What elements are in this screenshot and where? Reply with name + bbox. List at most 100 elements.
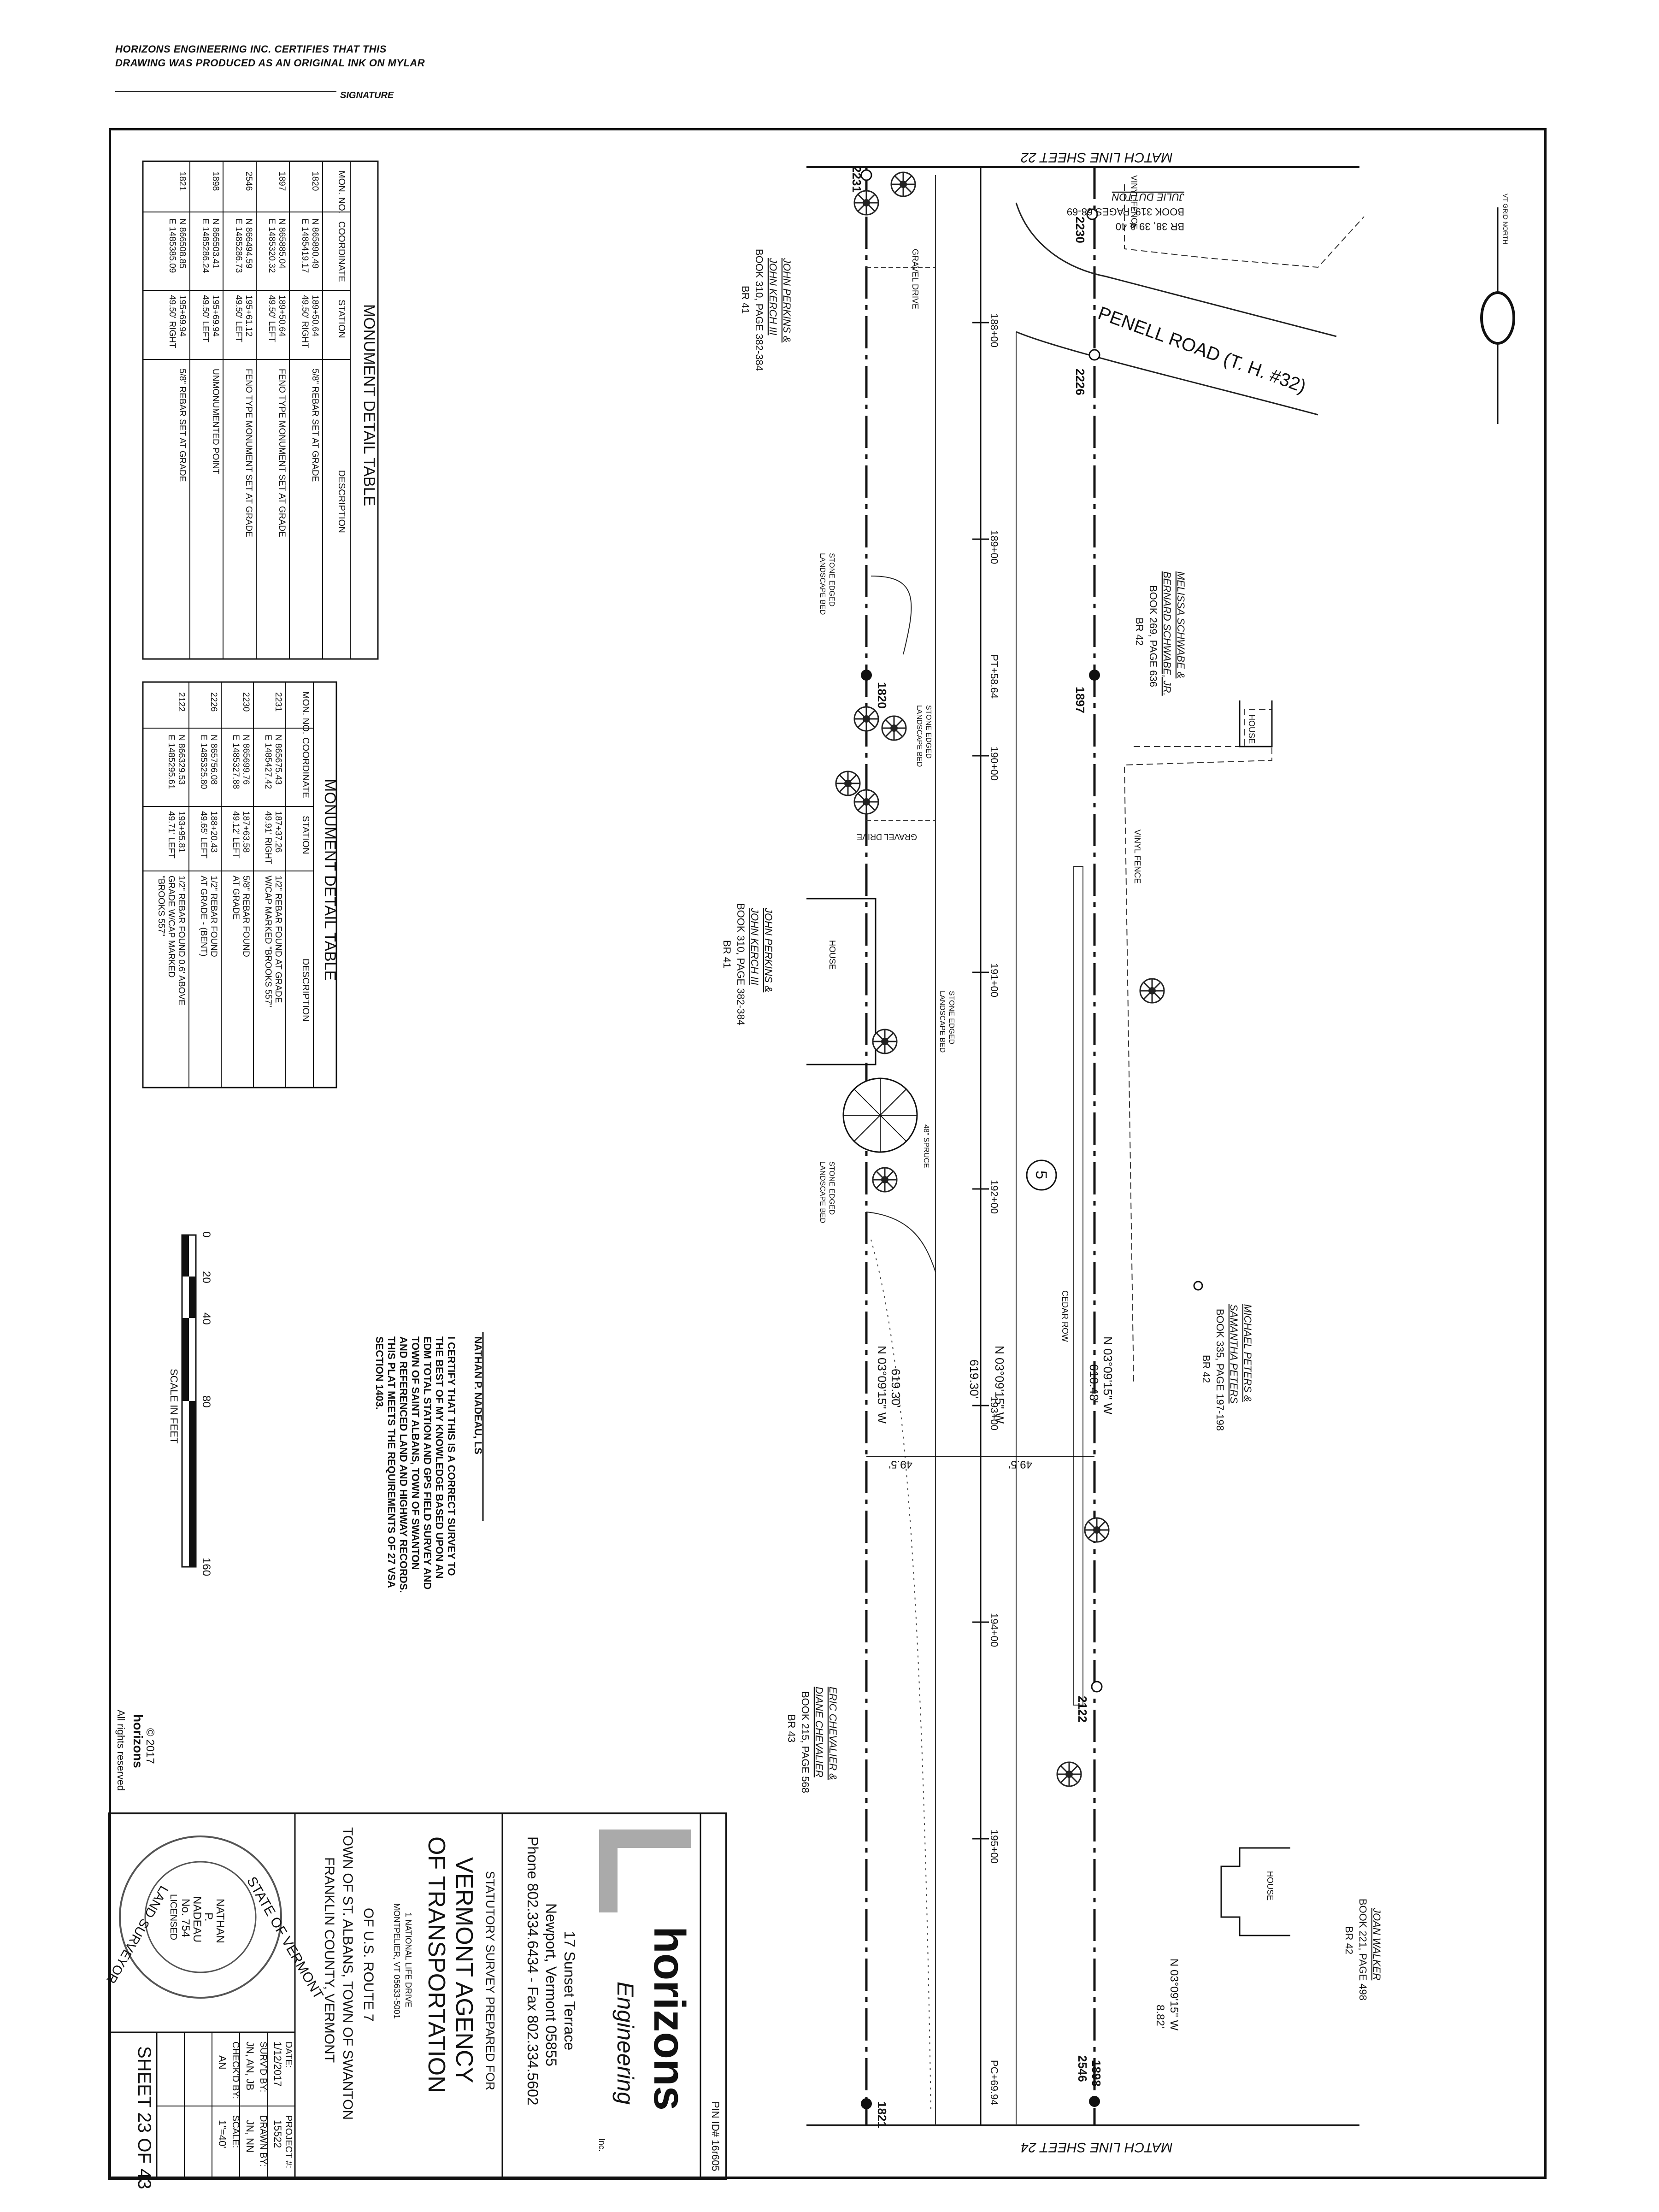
table-header-station: STATION <box>336 300 347 338</box>
agency-line-2: OF TRANSPORTATION <box>423 1836 450 2093</box>
table-cell: W/CAP MARKED "BROOKS 557" <box>263 876 273 1007</box>
stone-edged-label: STONE EDGED <box>947 991 955 1044</box>
project-number-value: 15522 <box>272 2120 283 2148</box>
table-cell: N 865756.08 <box>209 735 218 785</box>
gravel-drive-label: GRAVEL DRIVE <box>857 832 917 841</box>
house-walker <box>1220 1847 1290 1936</box>
table-cell: E 1485327.88 <box>231 735 241 789</box>
monument-label: 2546 <box>1076 2055 1089 2082</box>
table-header-mon-no: MON. NO. <box>300 691 311 734</box>
owner-book: BOOK 335, PAGE 197-198 <box>1214 1309 1226 1431</box>
cedar-row <box>1073 866 1083 1706</box>
agency-address-2: MONTPELIER, VT 05633-5001 <box>392 1903 401 2019</box>
monument-label: 2122 <box>1076 1696 1089 1723</box>
signature-line <box>115 91 336 92</box>
width-dimension-label: 49.5' <box>1009 1458 1032 1471</box>
table-cell: 2122 <box>176 692 186 712</box>
house-label: HOUSE <box>1247 714 1256 744</box>
tree <box>853 789 879 815</box>
table-cell: "BROOKS 557" <box>156 876 166 936</box>
landscape-bed-label: LANDSCAPE BED <box>938 991 946 1053</box>
table-header-description: DESCRIPTION <box>336 470 347 533</box>
width-dimension-label: 49.5' <box>889 1458 912 1471</box>
scale-tick: 160 <box>200 1558 212 1576</box>
station-label: 191+00 <box>988 963 1000 997</box>
table-cell: 49.50' LEFT <box>267 295 276 342</box>
penell-road-edge-south <box>1016 331 1318 416</box>
date-label: DATE: <box>283 2041 294 2068</box>
table-cell: 49.71' LEFT <box>166 811 176 859</box>
owner-name: DIANE CHEVALIER <box>813 1687 825 1777</box>
section-number-circle <box>1026 1159 1057 1191</box>
sheet-number: SHEET 23 OF 43 <box>134 2046 154 2189</box>
cert-line: THIS PLAT MEETS THE REQUIREMENTS OF 27 V… <box>386 1336 397 1588</box>
drawn-by-value: JN, NN <box>244 2120 256 2153</box>
owner-name: JOAN WALKER <box>1371 1907 1382 1980</box>
company-logo-shape <box>599 1830 691 1912</box>
monument-markers <box>860 169 1103 2109</box>
owner-name: JOHN KERCH III <box>749 907 760 985</box>
owner-br: BR 38, 39 & 40 <box>1116 221 1184 232</box>
house-label: HOUSE <box>1265 1871 1275 1900</box>
tree <box>835 771 861 796</box>
table-cell: 195+69.94 <box>177 295 187 337</box>
table-cell: N 865699.76 <box>241 735 251 785</box>
prepared-for: STATUTORY SURVEY PREPARED FOR <box>483 1871 497 2090</box>
table-cell: 49.50' RIGHT <box>300 295 310 348</box>
mylar-cert-line-2: DRAWING WAS PRODUCED AS AN ORIGINAL INK … <box>115 57 425 69</box>
drawn-by-label: DRAWN BY: <box>258 2115 268 2167</box>
mylar-cert-line-1: HORIZONS ENGINEERING INC. CERTIFIES THAT… <box>115 43 387 55</box>
station-ticks <box>972 322 989 1840</box>
table-cell: 1820 <box>310 171 320 191</box>
table-cell: 189+50.64 <box>277 295 287 337</box>
table-cell: E 1485320.32 <box>267 218 276 273</box>
station-label: 193+00 <box>988 1396 1000 1430</box>
table-cell: 49.50' LEFT <box>234 295 243 342</box>
vinyl-fence-label: VINYL FENCE <box>1133 830 1142 883</box>
stone-edged-label: STONE EDGED <box>924 705 932 759</box>
table-header-coordinate: COORDINATE <box>336 221 347 282</box>
bearing-label: N 03°09'15" W <box>1101 1336 1115 1415</box>
section-number: 5 <box>1032 1171 1050 1179</box>
owner-name: JOHN PERKINS & <box>763 907 774 992</box>
company-address-1: 17 Sunset Terrace <box>561 1931 578 2050</box>
owner-br: BR 42 <box>1134 618 1145 646</box>
project-line-1: OF U.S. ROUTE 7 <box>361 1908 376 2022</box>
cert-line: THE BEST OF MY KNOWLEDGE BASED UPON AN <box>434 1336 445 1579</box>
owner-br: BR 41 <box>740 286 751 314</box>
house-perkins <box>806 898 877 1065</box>
map-area: MATCH LINE SHEET 22 MATCH LINE SHEET 24 … <box>721 150 1515 2155</box>
spruce-label: 48" SPRUCE <box>922 1124 930 1168</box>
owner-perkins-south: JOHN PERKINS & JOHN KERCH III BOOK 310, … <box>721 903 774 1025</box>
table-cell: 193+95.81 <box>176 811 186 853</box>
table-cell: 195+69.94 <box>211 295 220 337</box>
distance-label: 619.30' <box>889 1369 903 1408</box>
station-label: 195+00 <box>988 1830 1000 1864</box>
owner-br: BR 42 <box>1343 1926 1355 1954</box>
agency-line-1: VERMONT AGENCY <box>451 1857 477 2083</box>
scale-label: SCALE: <box>230 2115 241 2148</box>
table-title: MONUMENT DETAIL TABLE <box>360 304 378 506</box>
table-cell: 1/2" REBAR FOUND 0.6' ABOVE <box>176 876 186 1006</box>
company-logo-script: Engineering <box>612 1982 638 2105</box>
company-inc: Inc. <box>597 2138 606 2152</box>
distance-label: 610.48' <box>1087 1364 1101 1403</box>
table-cell: E 1485325.80 <box>199 735 208 789</box>
table-cell: 1/2" REBAR FOUND <box>209 876 218 957</box>
agency-address-1: 1 NATIONAL LIFE DRIVE <box>404 1912 413 2007</box>
pt-label: PT+58.64 <box>988 654 1000 699</box>
seal-number: No. 754 <box>179 1899 192 1937</box>
owner-name: MELISSA SCHWABE & <box>1175 571 1187 678</box>
owner-book: BOOK 310, PAGE 382-384 <box>753 249 765 371</box>
table-cell: 5/8" REBAR SET AT GRADE <box>310 369 320 482</box>
table-cell: N 865890.49 <box>310 218 320 269</box>
table-cell: 2226 <box>209 692 218 712</box>
owner-name: SAMANTHA PETERS <box>1228 1304 1240 1404</box>
owner-br: BR 42 <box>1200 1355 1212 1383</box>
bearing-label: N 03°09'15" W <box>1168 1959 1180 2030</box>
table-cell: 5/8" REBAR SET AT GRADE <box>177 369 187 482</box>
cert-line: SECTION 1403. <box>374 1336 385 1410</box>
owner-br: BR 41 <box>721 940 733 968</box>
table-cell: 189+50.64 <box>310 295 320 337</box>
monument-label: 1898 <box>1089 2060 1103 2087</box>
